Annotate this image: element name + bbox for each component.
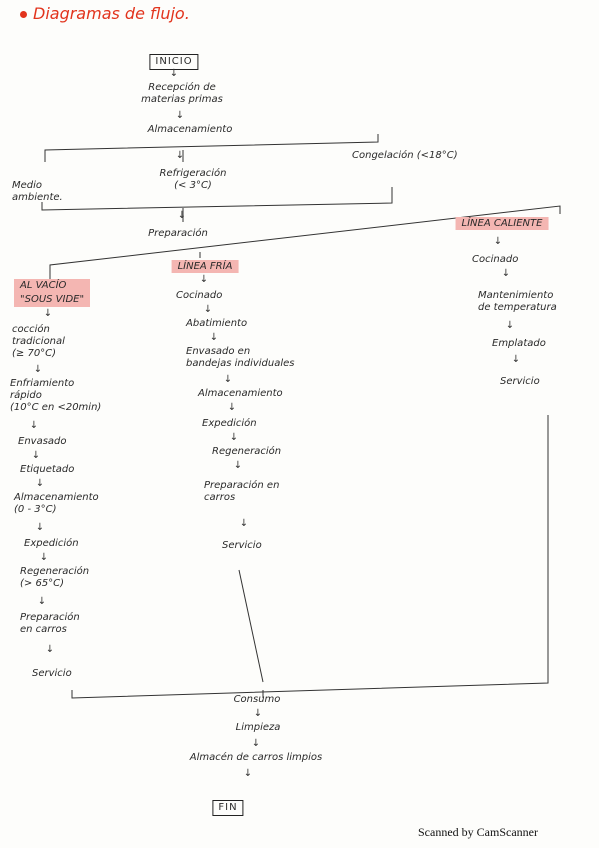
arrow-down-icon: ↓ [251,738,261,749]
vacuum-step-text: Almacenamiento [14,492,99,503]
arrow-down-icon: ↓ [31,450,41,461]
vacuum-step-text: rápido [10,390,42,401]
arrow-down-icon: ↓ [175,150,185,161]
refrigeration-line-2: (< 3°C) [174,180,212,191]
ambient-node: Medio ambiente. [12,180,63,204]
arrow-down-icon: ↓ [177,210,187,221]
reception-line-2: materias primas [141,94,223,105]
arrow-down-icon: ↓ [43,308,53,319]
arrow-down-icon: ↓ [35,478,45,489]
arrow-down-icon: ↓ [493,236,503,247]
vacuum-step-text: cocción [12,324,50,335]
cleaning-node: Limpieza [235,722,281,733]
arrow-down-icon: ↓ [29,420,39,431]
cold-step-text: bandejas individuales [186,358,295,369]
arrow-down-icon: ↓ [199,274,209,285]
refrigeration-node: Refrigeración (< 3°C) [160,168,227,192]
arrow-down-icon: ↓ [35,522,45,533]
arrow-down-icon: ↓ [203,304,213,315]
vacuum-step-text: (≥ 70°C) [12,348,57,359]
cold-step: Expedición [202,418,257,429]
cold-step: Regeneración [212,446,282,457]
vacuum-header-line-2: "SOUS VIDE" [14,293,91,307]
hot-step: Emplatado [492,338,546,349]
vacuum-step-text: Enfriamiento [10,378,75,389]
vacuum-step: Almacenamiento (0 - 3°C) [14,492,99,516]
cold-step: Almacenamiento [198,388,283,399]
arrow-down-icon: ↓ [239,518,249,529]
ambient-line-1: Medio [12,180,43,191]
vacuum-step: cocción tradicional (≥ 70°C) [12,324,65,360]
cold-step-text: carros [204,492,236,503]
cold-line-header: LÍNEA FRÍA [171,260,239,273]
vacuum-step: Regeneración (> 65°C) [20,566,89,590]
scanner-watermark: Scanned by CamScanner [418,825,538,839]
hot-step: Cocinado [472,254,519,265]
vacuum-step-text: Regeneración [20,566,90,577]
vacuum-step-text: Preparación [20,612,80,623]
arrow-down-icon: ↓ [243,768,253,779]
title-text: Diagramas de flujo. [33,4,190,23]
reception-line-1: Recepción de [148,82,216,93]
vacuum-step: Envasado [18,436,67,447]
preparation-node: Preparación [148,228,208,239]
arrow-down-icon: ↓ [253,708,263,719]
arrow-down-icon: ↓ [45,644,55,655]
arrow-down-icon: ↓ [39,552,49,563]
vacuum-step: Servicio [32,668,72,679]
vacuum-line-header: AL VACÍO "SOUS VIDE" [14,279,91,307]
arrow-down-icon: ↓ [501,268,511,279]
vacuum-step-text: (> 65°C) [20,578,65,589]
arrow-down-icon: ↓ [37,596,47,607]
hot-step: Servicio [500,376,540,387]
freezing-node: Congelación (<18°C) [352,150,458,161]
cold-step: Envasado en bandejas individuales [186,346,295,370]
cold-step-text: Envasado en [186,346,251,357]
clean-cart-storage-node: Almacén de carros limpios [189,752,323,763]
vacuum-step: Preparación en carros [20,612,80,636]
arrow-down-icon: ↓ [233,460,243,471]
arrow-down-icon: ↓ [175,110,185,121]
vacuum-step-text: (10°C en <20min) [10,402,102,413]
cold-step: Abatimiento [186,318,248,329]
vacuum-step: Expedición [24,538,79,549]
start-node: INICIO [149,54,199,70]
vacuum-step: Etiquetado [20,464,75,475]
vacuum-step: Enfriamiento rápido (10°C en <20min) [10,378,101,414]
consumption-node: Consumo [233,694,281,705]
vacuum-step-text: tradicional [12,336,65,347]
arrow-down-icon: ↓ [229,432,239,443]
bullet-icon [20,11,27,18]
cold-step: Servicio [222,540,262,551]
cold-header-text: LÍNEA FRÍA [171,260,239,273]
diagram-title: Diagramas de flujo. [20,4,190,23]
arrow-down-icon: ↓ [511,354,521,365]
hot-step: Mantenimiento de temperatura [478,290,557,314]
arrow-down-icon: ↓ [33,364,43,375]
vacuum-header-line-1: AL VACÍO [14,279,91,293]
arrow-down-icon: ↓ [223,374,233,385]
arrow-down-icon: ↓ [169,68,179,79]
arrow-down-icon: ↓ [227,402,237,413]
reception-node: Recepción de materias primas [141,82,223,106]
cold-step: Preparación en carros [204,480,279,504]
vacuum-step-text: (0 - 3°C) [14,504,57,515]
cold-step: Cocinado [176,290,223,301]
hot-header-text: LÍNEA CALIENTE [455,217,549,230]
hot-step-text: Mantenimiento [478,290,554,301]
vacuum-step-text: en carros [20,624,67,635]
cold-step-text: Preparación en [204,480,280,491]
hot-step-text: de temperatura [478,302,557,313]
ambient-line-2: ambiente. [12,192,63,203]
hot-line-header: LÍNEA CALIENTE [455,217,549,230]
arrow-down-icon: ↓ [209,332,219,343]
refrigeration-line-1: Refrigeración [159,168,227,179]
storage-node: Almacenamiento [147,124,233,135]
end-node: FIN [212,800,244,816]
arrow-down-icon: ↓ [505,320,515,331]
